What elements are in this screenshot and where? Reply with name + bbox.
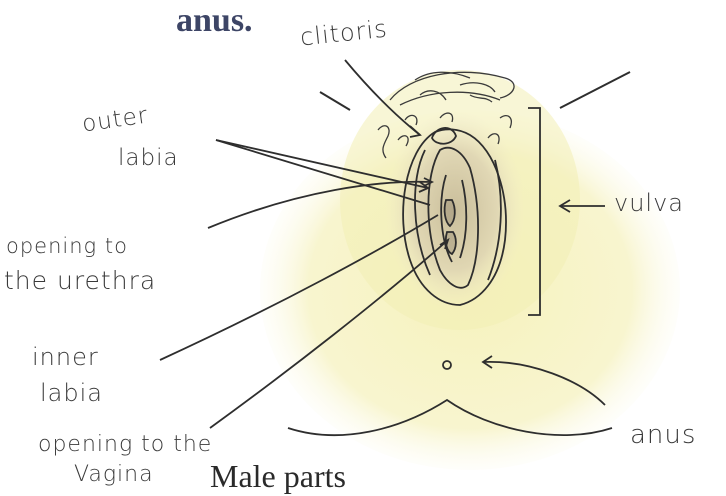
footer-fragment: Male parts (210, 458, 346, 495)
label-vagina-1: opening to the (38, 432, 212, 458)
header-fragment: anus. (176, 2, 253, 40)
label-inner-labia-2: labia (40, 380, 103, 406)
label-outer-labia-2: labia (118, 145, 179, 171)
skin-coloring (260, 70, 680, 470)
label-anus: anus (630, 422, 696, 448)
label-vulva: vulva (614, 190, 684, 216)
label-vagina-2: Vagina (74, 462, 154, 488)
label-inner-labia-1: inner (32, 344, 99, 370)
label-urethra-1: opening to (6, 233, 128, 259)
label-urethra-2: the urethra (4, 268, 156, 294)
